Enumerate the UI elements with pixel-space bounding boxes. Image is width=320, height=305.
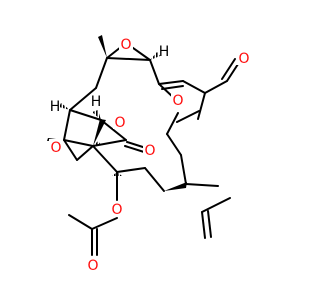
lactone-carbonyl-oxygen: O xyxy=(144,143,155,159)
hashed-ring-h-bond xyxy=(59,103,70,110)
hashed-lactone-h-bond xyxy=(92,110,101,120)
stereo-center-h3: H xyxy=(91,94,102,110)
atom-labels: O O O O O O O O xyxy=(49,36,250,274)
epoxide-top-oxygen: O xyxy=(120,37,131,53)
molecule-structure: O O O O O O O O H H H xyxy=(47,35,250,274)
bond-lines xyxy=(63,42,241,256)
stereo-center-h1: H xyxy=(159,44,170,60)
acetyl-carbonyl-oxygen: O xyxy=(87,258,98,274)
wedge-isopropenyl-bond xyxy=(164,182,187,191)
furan-oxygen: O xyxy=(172,93,183,109)
hashed-epoxide-h-bond xyxy=(150,52,160,60)
stereo-center-h2: H xyxy=(50,99,61,115)
epoxide-left-oxygen: O xyxy=(50,140,61,156)
wedge-lactone-bond xyxy=(93,119,106,146)
hashed-bonds xyxy=(59,52,160,176)
hashed-acetoxy-bond xyxy=(112,172,122,176)
hashed-left-epoxide-bond xyxy=(93,141,101,146)
aldehyde-oxygen: O xyxy=(238,51,249,67)
ester-oxygen: O xyxy=(111,202,122,218)
molecule-canvas: O O O O O O O O H H H xyxy=(47,35,250,274)
wedge-methyl-bond xyxy=(98,35,107,58)
lactone-ring-oxygen: O xyxy=(114,115,125,131)
stereo-h-labels: H H H xyxy=(50,44,170,115)
